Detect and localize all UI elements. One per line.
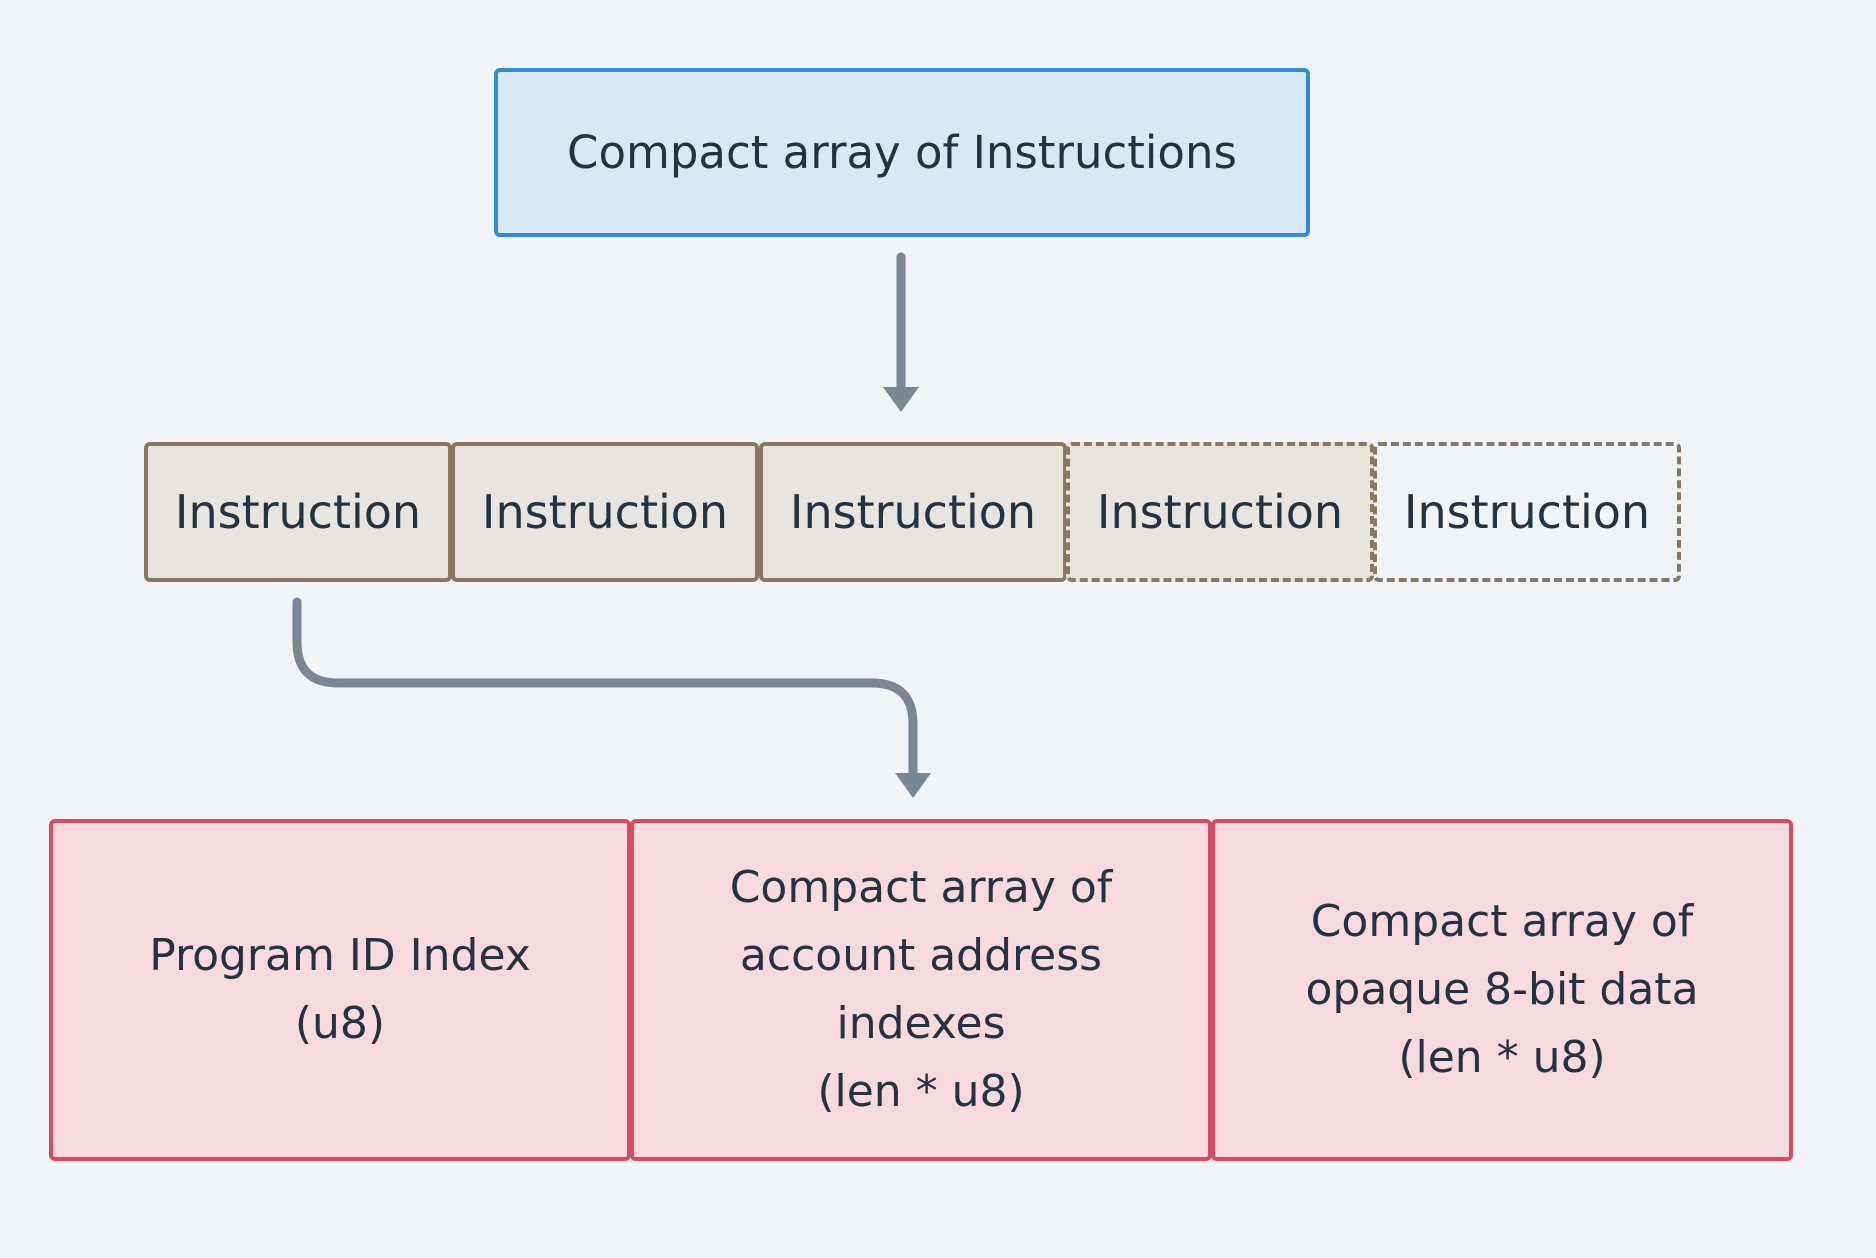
- field-line: indexes: [836, 998, 1006, 1049]
- instruction-label: Instruction: [481, 485, 729, 539]
- field-line: (len * u8): [1398, 1032, 1606, 1083]
- field-line: Compact array of: [1310, 896, 1694, 947]
- field-line: Compact array of: [729, 862, 1113, 913]
- instruction-box-optional: Instruction: [1373, 442, 1681, 582]
- field-line: (u8): [294, 998, 386, 1049]
- instruction-label: Instruction: [174, 485, 422, 539]
- opaque-data-field: Compact array of opaque 8-bit data (len …: [1211, 819, 1793, 1161]
- instruction-to-fields-arrow: [292, 597, 931, 798]
- field-line: opaque 8-bit data: [1305, 964, 1699, 1015]
- field-line: (len * u8): [817, 1066, 1025, 1117]
- compact-array-instructions-label: Compact array of Instructions: [567, 126, 1237, 179]
- program-id-index-field: Program ID Index (u8): [49, 819, 631, 1161]
- instruction-box: Instruction: [144, 442, 452, 582]
- instruction-label: Instruction: [1403, 485, 1651, 539]
- instruction-box: Instruction: [451, 442, 759, 582]
- instruction-label: Instruction: [1096, 485, 1344, 539]
- account-address-indexes-field: Compact array of account address indexes…: [630, 819, 1212, 1161]
- field-line: account address: [739, 930, 1103, 981]
- compact-array-instructions-box: Compact array of Instructions: [494, 68, 1310, 237]
- top-to-instructions-arrow: [883, 252, 919, 412]
- instruction-box: Instruction: [759, 442, 1067, 582]
- field-line: Program ID Index: [149, 930, 531, 981]
- instruction-box-optional: Instruction: [1066, 442, 1374, 582]
- instruction-label: Instruction: [789, 485, 1037, 539]
